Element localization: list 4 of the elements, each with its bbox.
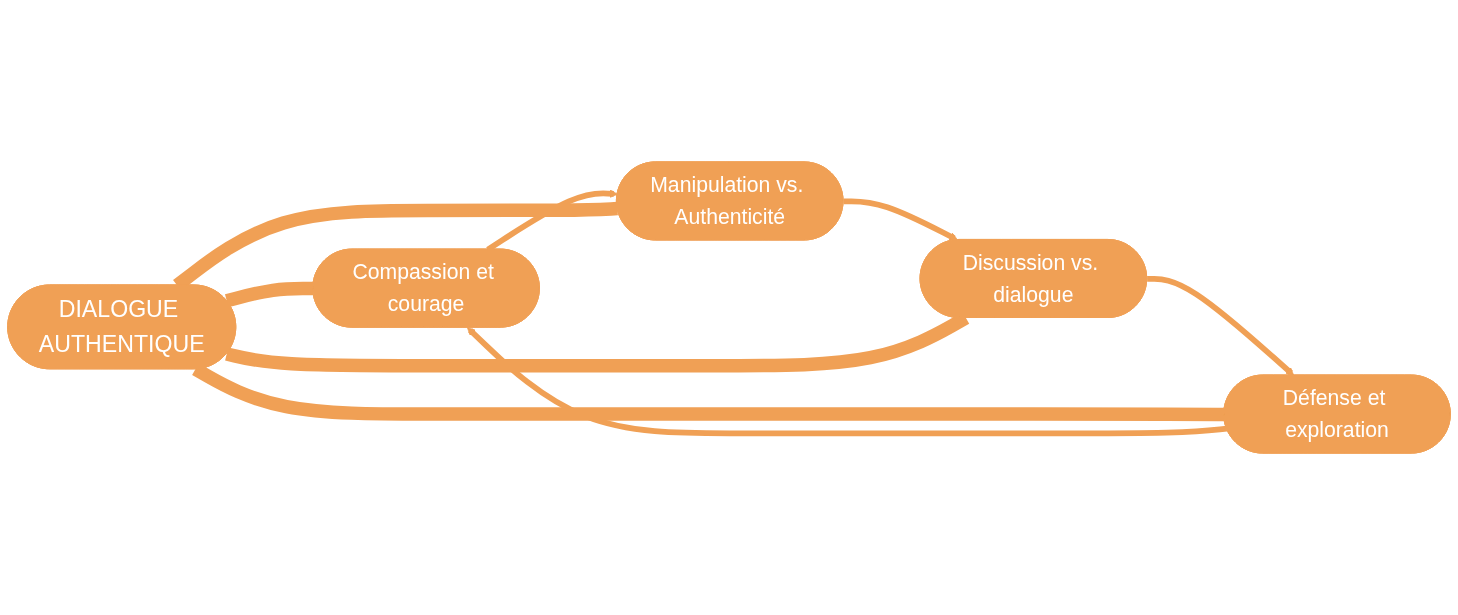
- arrow: [466, 327, 1228, 437]
- connector: [225, 281, 314, 308]
- arrow: [1147, 276, 1295, 376]
- arrow: [843, 198, 958, 241]
